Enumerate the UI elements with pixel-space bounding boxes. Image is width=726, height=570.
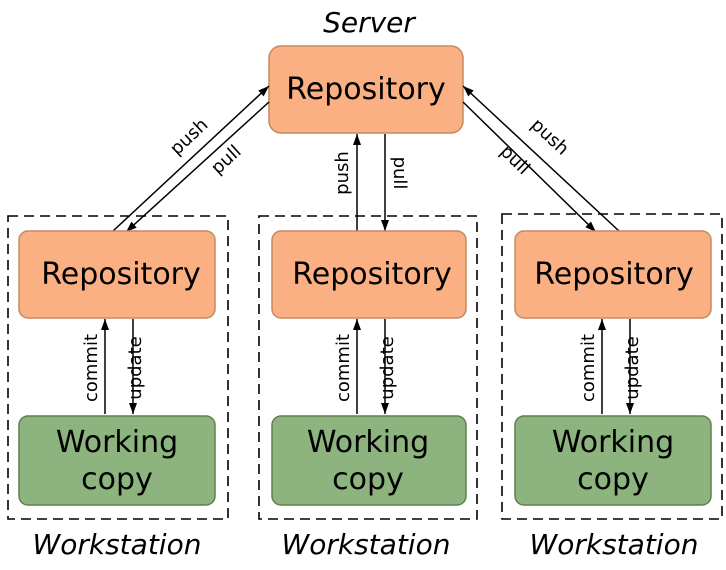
working-copy-box xyxy=(514,415,712,506)
working-copy-label-line1: Working xyxy=(307,425,429,460)
working-copy-box xyxy=(18,415,216,506)
update-label: update xyxy=(622,336,643,399)
push-label: push xyxy=(166,114,212,159)
working-copy-label-line1: Working xyxy=(552,425,674,460)
workstation-frame xyxy=(7,215,229,520)
server-caption: Server xyxy=(323,6,416,39)
commit-label: commit xyxy=(578,334,599,402)
push-label: push xyxy=(332,151,353,195)
workstation-caption: Workstation xyxy=(282,528,451,561)
server-link-3: push pull xyxy=(462,85,620,233)
push-arrow xyxy=(112,85,270,232)
workstation-repository-box xyxy=(514,230,712,319)
pull-label: pull xyxy=(389,157,410,190)
push-label: push xyxy=(527,114,573,159)
working-copy-label-line1: Working xyxy=(56,425,178,460)
working-copy-label-line2: copy xyxy=(577,462,649,497)
workstation-caption: Workstation xyxy=(530,528,699,561)
workstation-repository-label: Repository xyxy=(534,257,694,292)
workstation-repository-box xyxy=(271,230,467,319)
working-copy-label-line2: copy xyxy=(81,462,153,497)
pull-arrow xyxy=(125,101,270,233)
workstation-2: Repository commit update Working copy Wo… xyxy=(258,215,478,561)
pull-arrow xyxy=(462,101,597,233)
push-arrow xyxy=(462,85,620,232)
working-copy-label-line2: copy xyxy=(332,462,404,497)
workstation-1: Repository commit update Working copy Wo… xyxy=(7,215,229,561)
working-copy-box xyxy=(271,415,467,506)
workstation-caption: Workstation xyxy=(33,528,202,561)
workstation-repository-label: Repository xyxy=(41,257,201,292)
workstation-3: Repository commit update Working copy Wo… xyxy=(501,213,723,561)
workstation-repository-box xyxy=(18,230,216,319)
workstation-frame xyxy=(258,215,478,520)
server-repository: Repository xyxy=(268,45,464,134)
commit-label: commit xyxy=(333,334,354,402)
server-repository-label: Repository xyxy=(286,72,446,107)
pull-label: pull xyxy=(207,141,245,179)
update-label: update xyxy=(377,336,398,399)
workstation-frame xyxy=(501,213,723,520)
workstation-repository-label: Repository xyxy=(292,257,452,292)
server-link-1: push pull xyxy=(112,85,270,233)
update-label: update xyxy=(125,336,146,399)
server-link-2: push pull xyxy=(332,134,410,231)
commit-label: commit xyxy=(81,334,102,402)
